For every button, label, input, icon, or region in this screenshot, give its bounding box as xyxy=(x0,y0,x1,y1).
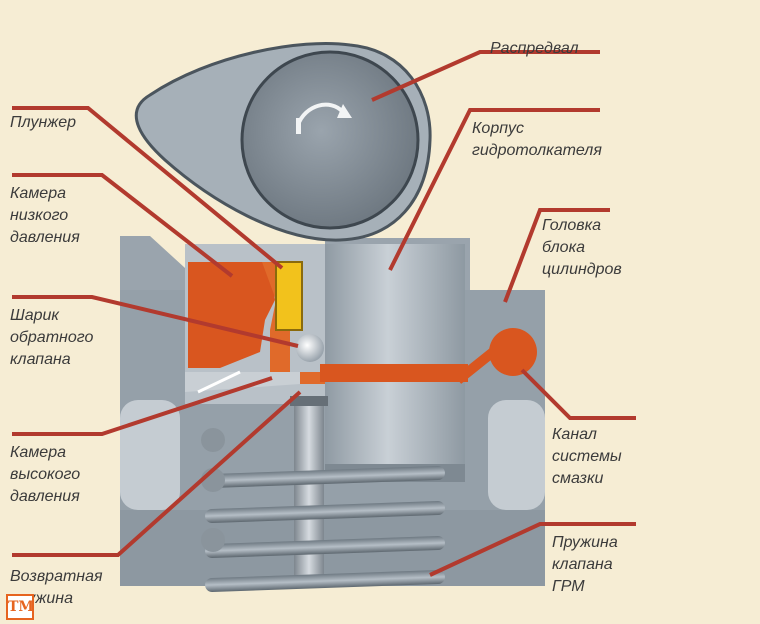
label-camshaft: Распредвал xyxy=(490,40,579,57)
tm-logo: ТМ xyxy=(6,594,34,620)
leader-oil-channel xyxy=(520,368,636,420)
leader-high-pressure xyxy=(12,376,273,436)
leader-low-pressure xyxy=(12,173,234,278)
valve-stem xyxy=(290,396,328,586)
label-plunger: Плунжер xyxy=(10,114,77,131)
label-lifter-body: Корпус гидротолкателя xyxy=(472,120,602,159)
label-oil-channel: Канал системы смазки xyxy=(552,426,622,487)
leader-camshaft xyxy=(371,50,600,102)
label-high-pressure-chamber: Камера высокого давления xyxy=(10,444,81,505)
leader-lines xyxy=(12,50,636,577)
label-cylinder-head: Головка блока цилиндров xyxy=(542,217,622,278)
leader-cylinder-head xyxy=(503,208,610,303)
oil-channel xyxy=(320,328,537,384)
camshaft-lobe xyxy=(134,41,432,242)
label-low-pressure-chamber: Камера низкого давления xyxy=(10,185,80,246)
label-check-valve-ball: Шарик обратного клапана xyxy=(10,307,94,368)
leader-lifter-body xyxy=(388,108,600,271)
leader-plunger xyxy=(12,106,284,270)
leader-valve-spring xyxy=(429,522,636,577)
leader-check-ball xyxy=(12,295,299,348)
label-valve-spring: Пружина клапана ГРМ xyxy=(552,534,618,595)
leader-return-spring xyxy=(12,390,302,557)
lifter-body xyxy=(325,244,465,482)
valve-spring xyxy=(201,428,445,592)
